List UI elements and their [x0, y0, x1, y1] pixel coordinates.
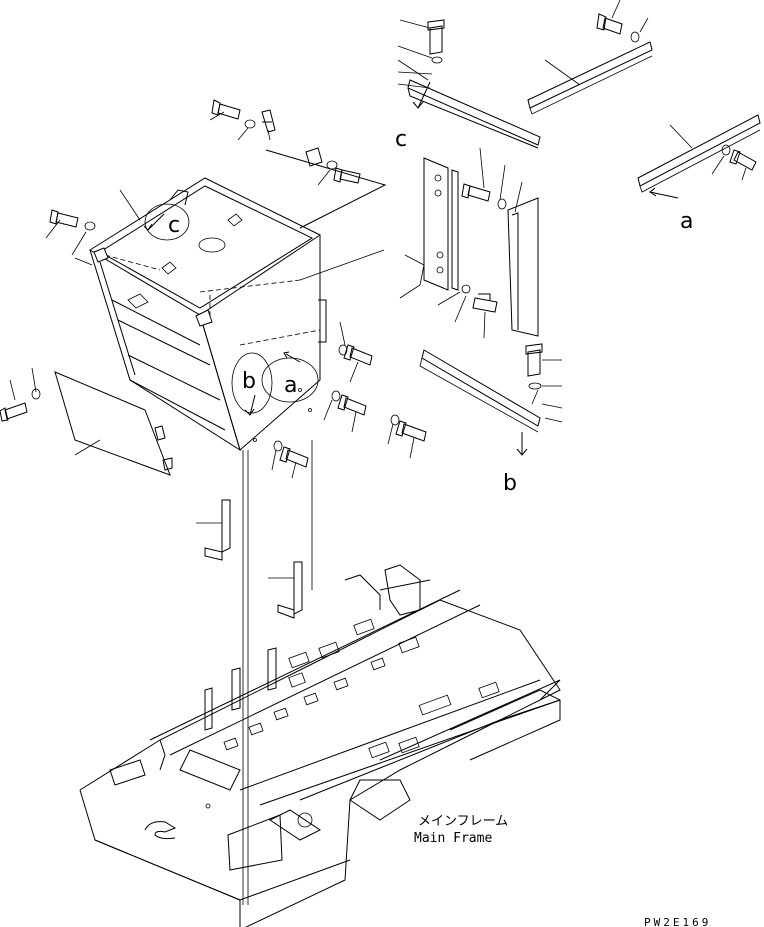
drawing-code: PW2E169	[644, 916, 711, 927]
vertical-supports	[196, 440, 313, 905]
label-b-box: b	[242, 369, 256, 394]
front-panel	[54, 371, 173, 476]
label-c-box: c	[168, 213, 180, 238]
rail-set-right	[397, 0, 761, 456]
label-a-box: a	[284, 373, 297, 398]
side-plates	[299, 147, 539, 339]
caption-english: Main Frame	[414, 831, 492, 846]
bolt-set-right-box	[271, 321, 427, 479]
bolt-set-left	[0, 209, 96, 422]
label-c-rail: c	[395, 127, 407, 152]
label-b-rail: b	[503, 471, 517, 496]
caption-japanese: メインフレーム	[418, 814, 508, 829]
cover-box	[74, 177, 327, 452]
label-a-rail: a	[680, 209, 693, 234]
main-frame	[79, 564, 561, 927]
bracket-set-top	[209, 99, 387, 229]
